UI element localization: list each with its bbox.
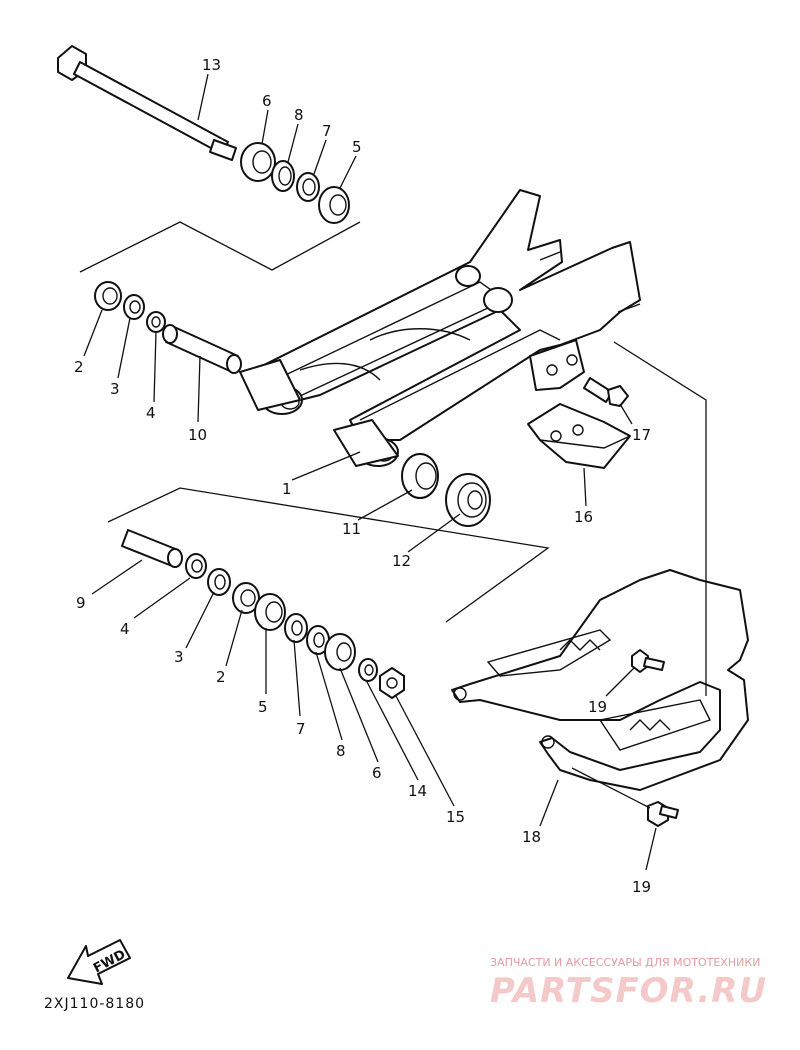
callout-5-lower: 5	[258, 698, 268, 716]
upper-bearing-group	[240, 142, 350, 224]
watermark-caption: ЗАПЧАСТИ И АКСЕССУАРЫ ДЛЯ МОТОТЕХНИКИ	[490, 956, 760, 969]
callout-19-lower: 19	[632, 878, 651, 896]
bolt-19-upper	[631, 649, 665, 673]
swingarm-1	[239, 189, 641, 467]
callout-6-upper: 6	[262, 92, 272, 110]
callout-6-lower: 6	[372, 764, 382, 782]
bolt-19-lower	[647, 801, 679, 827]
callout-18: 18	[522, 828, 541, 846]
callout-17: 17	[632, 426, 651, 444]
pivot-shaft-13	[57, 45, 237, 161]
seal-11	[401, 453, 439, 499]
left-bearing-group	[94, 281, 242, 374]
callout-5-upper: 5	[352, 138, 362, 156]
callout-8-upper: 8	[294, 106, 304, 124]
callout-19-upper: 19	[588, 698, 607, 716]
seal-12	[445, 473, 491, 527]
callout-8-lower: 8	[336, 742, 346, 760]
diagram-code: 2XJ110-8180	[44, 996, 145, 1012]
callout-12: 12	[392, 552, 411, 570]
step-guard-18	[451, 569, 749, 791]
callout-4-lower: 4	[120, 620, 130, 638]
callout-7-upper: 7	[322, 122, 332, 140]
callout-10: 10	[188, 426, 207, 444]
lower-bearing-group	[121, 529, 405, 699]
callout-1: 1	[282, 480, 292, 498]
callout-labels: 13 6 8 7 5 2 3 4 10 1 11 12 16 17 9 4 3 …	[74, 56, 651, 896]
callout-3-lower: 3	[174, 648, 184, 666]
bolt-17	[583, 377, 629, 407]
callout-7-lower: 7	[296, 720, 306, 738]
callout-2-upper: 2	[74, 358, 84, 376]
chain-guide-16	[527, 403, 631, 469]
callout-14: 14	[408, 782, 427, 800]
watermark: ЗАПЧАСТИ И АКСЕССУАРЫ ДЛЯ МОТОТЕХНИКИ PA…	[490, 956, 767, 1011]
callout-15: 15	[446, 808, 465, 826]
callout-4-upper: 4	[146, 404, 156, 422]
callout-3-upper: 3	[110, 380, 120, 398]
callout-9: 9	[76, 594, 86, 612]
callout-13: 13	[202, 56, 221, 74]
leader-lines	[83, 73, 657, 871]
fwd-arrow: FWD	[67, 939, 131, 985]
callout-16: 16	[574, 508, 593, 526]
watermark-brand: PARTSFOR.RU	[490, 971, 767, 1011]
callout-2-lower: 2	[216, 668, 226, 686]
callout-11: 11	[342, 520, 361, 538]
